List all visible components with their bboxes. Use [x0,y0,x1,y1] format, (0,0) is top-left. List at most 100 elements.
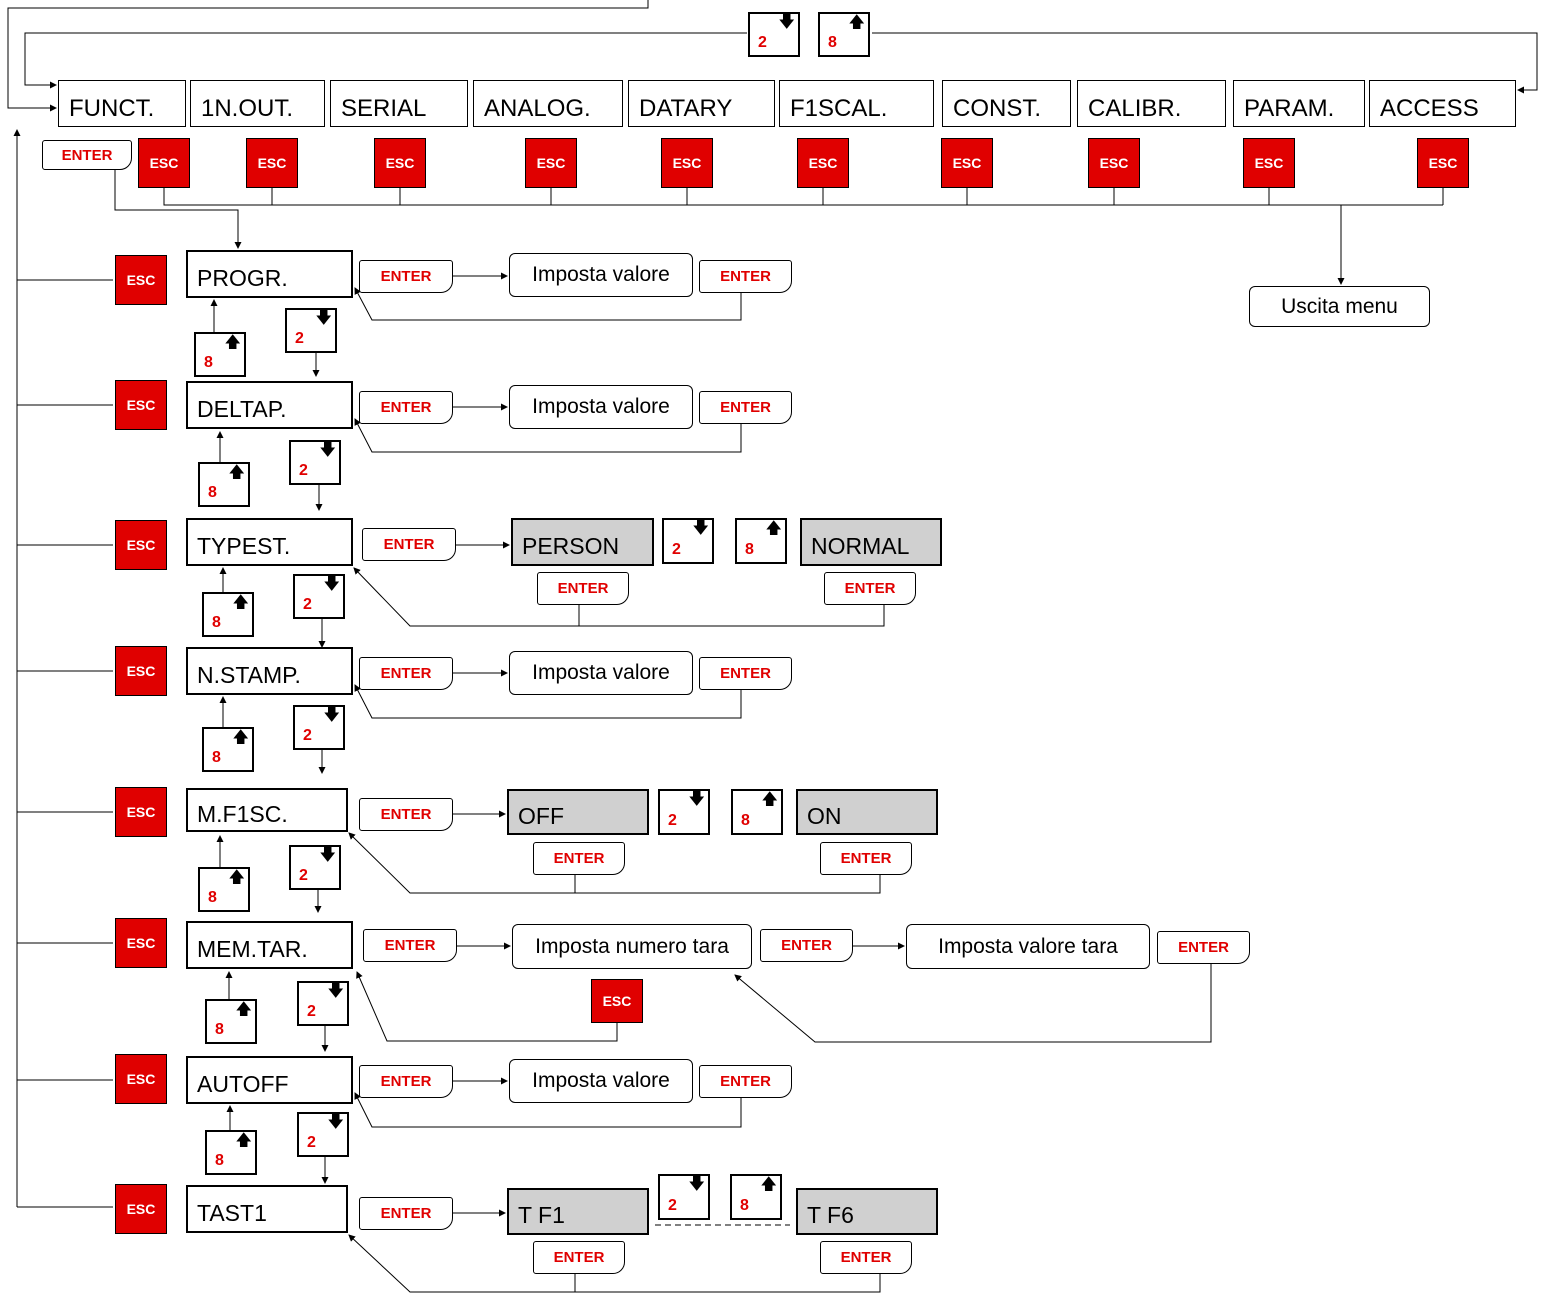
enter-key-progr[interactable]: ENTER [359,260,453,293]
esc-key-analog[interactable]: ESC [525,138,577,188]
up-key-mfisc-option[interactable]: 8 🡅 [731,789,783,835]
arrow-down-icon: 🡇 [688,1176,705,1193]
param-nstamp[interactable]: N.STAMP. [186,647,353,695]
esc-key-nstamp[interactable]: ESC [115,646,167,696]
esc-key-1n-out[interactable]: ESC [246,138,298,188]
param-tast1[interactable]: TAST1 [186,1185,348,1233]
param-mfisc[interactable]: M.F1SC. [186,788,348,832]
menu-item-funct[interactable]: FUNCT. [58,80,186,127]
param-progr[interactable]: PROGR. [186,250,353,298]
enter-key-typest[interactable]: ENTER [362,528,456,561]
down-key-progr[interactable]: 2 🡇 [285,308,337,353]
esc-key-fiscal[interactable]: ESC [797,138,849,188]
param-autoff[interactable]: AUTOFF [186,1056,353,1104]
esc-key-calibr[interactable]: ESC [1088,138,1140,188]
enter-key-tast1[interactable]: ENTER [359,1197,453,1230]
up-key-mfisc[interactable]: 8 🡅 [198,867,250,912]
param-deltap[interactable]: DELTAP. [186,381,353,429]
enter-key-tare-number[interactable]: ENTER [760,929,853,962]
key-number: 2 [307,1134,316,1151]
param-memtar[interactable]: MEM.TAR. [186,921,353,969]
option-t-f1[interactable]: T F1 [507,1188,649,1235]
esc-key-const[interactable]: ESC [941,138,993,188]
menu-item-serial[interactable]: SERIAL [330,80,468,127]
esc-key-tast1[interactable]: ESC [115,1184,167,1234]
enter-key-normal[interactable]: ENTER [824,572,916,605]
menu-item-analog[interactable]: ANALOG. [473,80,623,127]
arrow-down-icon: 🡇 [327,983,344,1000]
nav-line-right [872,32,1538,94]
esc-key-typest[interactable]: ESC [115,520,167,570]
esc-key-param[interactable]: ESC [1243,138,1295,188]
top-down-key[interactable]: 2 🡇 [748,12,800,57]
down-key-tast1-option[interactable]: 2 🡇 [658,1174,710,1220]
top-up-key[interactable]: 8 🡅 [818,12,870,57]
esc-key-serial[interactable]: ESC [374,138,426,188]
arrow-up-icon: 🡅 [228,464,245,481]
key-number: 2 [668,1197,677,1214]
up-key-autoff[interactable]: 8 🡅 [205,1130,257,1175]
arrow-down-icon: 🡇 [778,14,795,31]
down-key-typest[interactable]: 2 🡇 [293,574,345,619]
option-t-f6[interactable]: T F6 [796,1188,938,1235]
down-key-autoff[interactable]: 2 🡇 [297,1112,349,1157]
menu-item-fiscal[interactable]: F1SCAL. [779,80,934,127]
confirm-enter-key-progr[interactable]: ENTER [699,260,792,293]
up-key-typest[interactable]: 8 🡅 [202,592,254,637]
confirm-enter-key-autoff[interactable]: ENTER [699,1065,792,1098]
enter-key-nstamp[interactable]: ENTER [359,657,453,690]
menu-item-calibr[interactable]: CALIBR. [1077,80,1226,127]
enter-key-off[interactable]: ENTER [533,842,625,875]
enter-key-on[interactable]: ENTER [820,842,912,875]
menu-item-const[interactable]: CONST. [942,80,1071,127]
confirm-enter-key-nstamp[interactable]: ENTER [699,657,792,690]
up-key-nstamp[interactable]: 8 🡅 [202,727,254,772]
menu-item-datary[interactable]: DATARY [628,80,775,127]
key-number: 8 [208,484,217,501]
down-key-typest-option[interactable]: 2 🡇 [662,518,714,564]
menu-item-access[interactable]: ACCESS [1369,80,1516,127]
esc-key-memtar[interactable]: ESC [115,918,167,968]
enter-key-t-f1[interactable]: ENTER [533,1241,625,1274]
up-key-deltap[interactable]: 8 🡅 [198,462,250,507]
up-key-tast1-option[interactable]: 8 🡅 [730,1174,782,1220]
return-line [348,832,881,894]
down-key-memtar[interactable]: 2 🡇 [297,981,349,1026]
key-number: 2 [307,1003,316,1020]
down-key-nstamp[interactable]: 2 🡇 [293,705,345,750]
key-number: 8 [745,541,754,558]
up-key-progr[interactable]: 8 🡅 [194,332,246,377]
down-key-mfisc-option[interactable]: 2 🡇 [658,789,710,835]
param-typest[interactable]: TYPEST. [186,518,353,566]
enter-key-autoff[interactable]: ENTER [359,1065,453,1098]
esc-key-progr[interactable]: ESC [115,255,167,305]
down-key-deltap[interactable]: 2 🡇 [289,440,341,485]
enter-key-memtar[interactable]: ENTER [363,929,457,962]
esc-key-mfisc[interactable]: ESC [115,787,167,837]
up-key-memtar[interactable]: 8 🡅 [205,999,257,1044]
esc-key-deltap[interactable]: ESC [115,380,167,430]
enter-key-funct[interactable]: ENTER [42,140,132,170]
option-person[interactable]: PERSON [511,518,654,566]
arrow-up-icon: 🡅 [232,594,249,611]
esc-key-access[interactable]: ESC [1417,138,1469,188]
esc-key-datary[interactable]: ESC [661,138,713,188]
option-on[interactable]: ON [796,789,938,835]
menu-item-in-out[interactable]: 1N.OUT. [190,80,325,127]
esc-key-1n-out[interactable]: ESC [138,138,190,188]
option-normal[interactable]: NORMAL [800,518,942,566]
confirm-enter-key-deltap[interactable]: ENTER [699,391,792,424]
up-key-typest-option[interactable]: 8 🡅 [735,518,787,564]
down-key-mfisc[interactable]: 2 🡇 [289,845,341,890]
enter-key-deltap[interactable]: ENTER [359,391,453,424]
set-value-box-progr: Imposta valore [509,253,693,297]
option-off[interactable]: OFF [507,789,649,835]
esc-key-autoff[interactable]: ESC [115,1054,167,1104]
esc-key-tare-number[interactable]: ESC [591,979,643,1023]
confirm-enter-key-tare-value[interactable]: ENTER [1157,931,1250,964]
arrow-down-icon: 🡇 [319,442,336,459]
enter-key-t-f6[interactable]: ENTER [820,1241,912,1274]
enter-key-person[interactable]: ENTER [537,572,629,605]
menu-item-param[interactable]: PARAM. [1233,80,1365,127]
enter-key-mfisc[interactable]: ENTER [359,798,453,831]
